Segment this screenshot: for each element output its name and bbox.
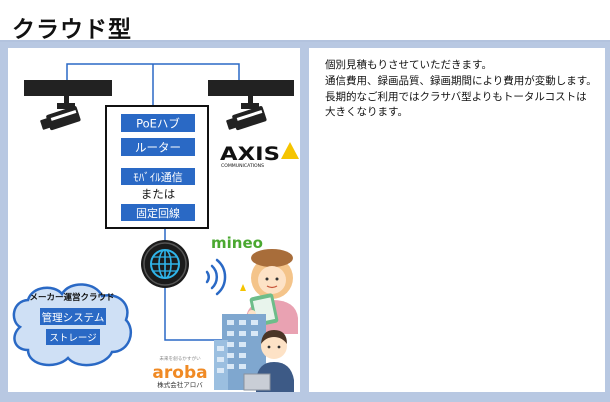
camera-icon-right <box>226 106 267 131</box>
or-text: または <box>141 187 176 201</box>
ceiling-mount-left <box>24 80 112 96</box>
person-with-tablet-illustration <box>240 249 298 334</box>
page-title: クラウド型 <box>12 17 132 43</box>
management-system-box <box>40 308 106 325</box>
aroba-tagline: 未来を創るかすがい <box>159 355 201 362</box>
ceiling-mount-right <box>208 80 294 96</box>
description-panel: 個別見積もりさせていただきます。 通信費用、録画品質、録画期間により費用が変動し… <box>309 48 605 392</box>
camera-icon-left <box>40 106 81 131</box>
storage-box <box>46 329 100 345</box>
cloud-link-line <box>164 286 222 341</box>
diagram-panel: AXIS COMMUNICATIONS PoEハブ ルーター ﾓﾊﾞｲﾙ通信 ま… <box>8 48 300 392</box>
poe-hub-text: PoEハブ <box>136 117 180 131</box>
storage-text: ストレージ <box>49 333 96 344</box>
aroba-logo: 未来を創るかすがい aroba 株式会社アロバ <box>152 355 207 389</box>
security-camera-left <box>24 80 112 131</box>
internet-globe-icon <box>141 240 189 288</box>
poe-hub-label <box>121 114 195 132</box>
aroba-company-text: 株式会社アロバ <box>157 380 203 389</box>
mineo-logo: mineo <box>211 234 263 252</box>
maker-cloud-shape: メーカー運営クラウド 管理システム ストレージ <box>12 283 132 367</box>
mobile-comm-label <box>121 168 195 185</box>
security-camera-right <box>208 80 294 131</box>
description-line: 通信費用、録画品質、録画期間により費用が変動します。 <box>325 75 597 87</box>
description-line: 個別見積もりさせていただきます。 <box>325 59 492 71</box>
person-at-laptop-illustration <box>243 330 294 392</box>
axis-triangle-icon <box>281 142 299 159</box>
aroba-brand-text: aroba <box>152 363 207 383</box>
axis-logo-text: AXIS <box>220 143 280 165</box>
fixed-line-text: 固定回線 <box>136 206 180 220</box>
fixed-line-label <box>121 204 195 221</box>
router-label <box>121 138 195 156</box>
maker-cloud-label: メーカー運営クラウド <box>29 292 114 303</box>
axis-logo-subtext: COMMUNICATIONS <box>221 163 264 169</box>
axis-logo: AXIS COMMUNICATIONS <box>220 142 299 169</box>
description-text: 個別見積もりさせていただきます。 通信費用、録画品質、録画期間により費用が変動し… <box>325 58 597 121</box>
router-text: ルーター <box>135 141 181 155</box>
wifi-signal-icon <box>205 258 227 296</box>
cloud-system-diagram: AXIS COMMUNICATIONS PoEハブ ルーター ﾓﾊﾞｲﾙ通信 ま… <box>12 63 299 392</box>
title-underline <box>0 40 610 42</box>
management-system-text: 管理システム <box>42 311 105 324</box>
mobile-comm-text: ﾓﾊﾞｲﾙ通信 <box>133 171 183 184</box>
description-line: 長期的なご利用ではクラサバ型よりもトータルコストは大きくなります。 <box>325 91 587 118</box>
